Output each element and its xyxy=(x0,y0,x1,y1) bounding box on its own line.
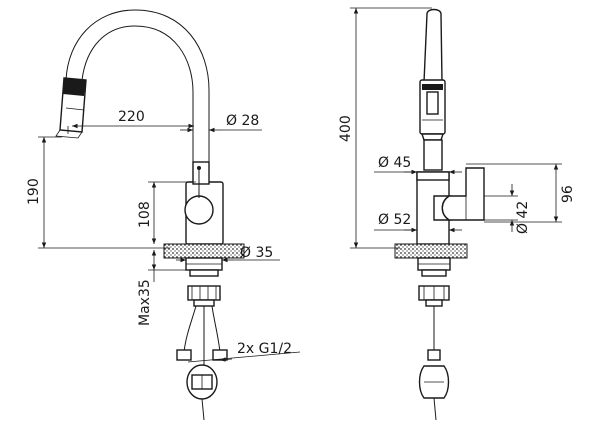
neck-side xyxy=(423,139,443,171)
dim-spout-height: 190 xyxy=(26,178,42,205)
dim-spout-diameter: Ø 28 xyxy=(226,113,259,129)
spout-inner-outline xyxy=(81,25,194,180)
supply-hose-right xyxy=(211,305,221,353)
dim-spout-reach: 220 xyxy=(118,109,145,125)
mounting-nut-front xyxy=(187,285,221,301)
spout-outline xyxy=(65,9,210,180)
spray-head-grip xyxy=(63,78,86,96)
dim-base-diameter: Ø 35 xyxy=(240,245,273,261)
dim-total-height: 400 xyxy=(338,115,354,142)
deck-plate-front xyxy=(163,243,245,259)
side-view: 400 Ø 45 Ø 52 Ø 42 96 xyxy=(338,7,576,421)
dim-handle-height: 96 xyxy=(560,185,576,203)
handle-knob-front xyxy=(184,195,214,225)
supply-hose-left xyxy=(183,305,197,353)
dim-body-upper-diameter: Ø 45 xyxy=(378,155,411,171)
spout-column-side xyxy=(423,8,443,83)
dim-max-deck-thickness: Max35 xyxy=(137,279,153,326)
faucet-neck-front xyxy=(192,161,210,185)
dim-body-height: 108 xyxy=(137,201,153,228)
dim-handle-diameter: Ø 42 xyxy=(515,201,531,234)
dim-body-lower-diameter: Ø 52 xyxy=(378,212,411,228)
deck-plate-side xyxy=(394,243,468,259)
front-view: 220 Ø 28 190 108 Ø 35 Max35 2x G1/2 xyxy=(26,9,301,421)
dim-connections: 2x G1/2 xyxy=(237,341,292,357)
